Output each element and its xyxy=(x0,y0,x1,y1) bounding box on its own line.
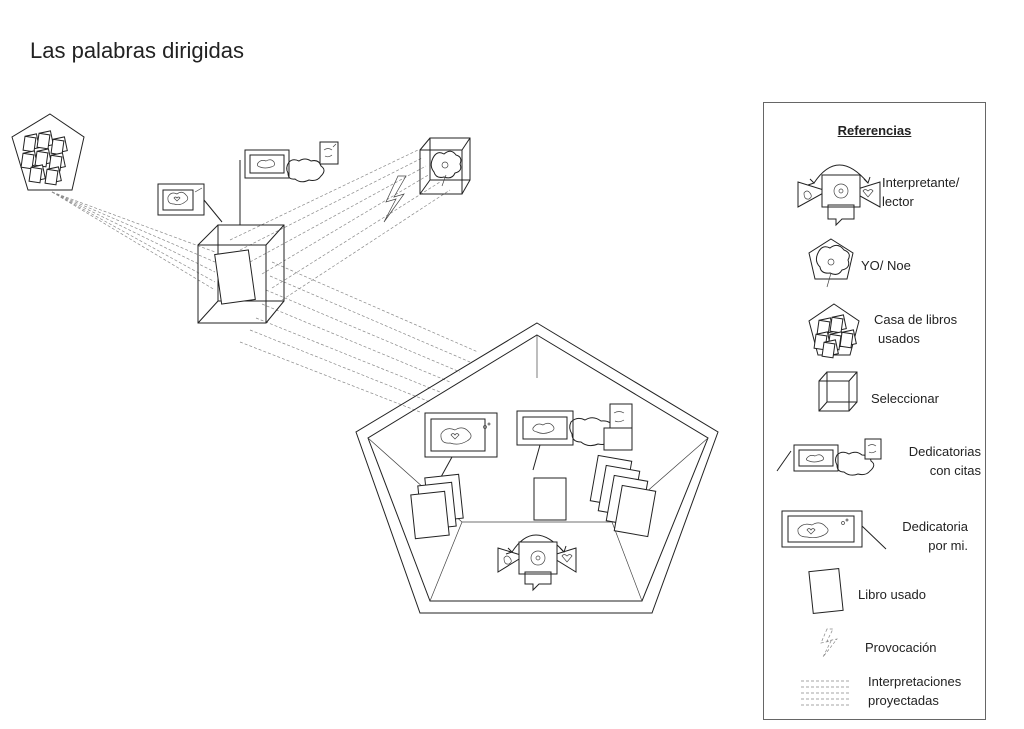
legend-label-line: Dedicatorias xyxy=(908,444,981,459)
legend-label-line: Dedicatoria xyxy=(902,519,968,534)
interpretante-lector-icon xyxy=(797,164,881,227)
legend-icons xyxy=(776,164,887,706)
legend-label-line: Seleccionar xyxy=(871,391,939,406)
legend-label-line: YO/ Noe xyxy=(861,258,911,273)
legend-label-interpretaciones: Interpretaciones proyectadas xyxy=(868,672,961,710)
legend-label-casa: Casa de libros usados xyxy=(874,310,957,348)
legend-label-line: Casa de libros xyxy=(874,312,958,327)
dedicatoria-node-left xyxy=(157,183,223,223)
dedicatoria-por-mi-icon xyxy=(781,510,887,550)
seleccionar-cube-node xyxy=(197,224,285,324)
legend-label-libro: Libro usado xyxy=(858,585,926,604)
legend-label-interpretante: Interpretante/ lector xyxy=(882,173,959,211)
main-pentagon-scene xyxy=(355,322,719,614)
provocacion-bolt xyxy=(383,175,407,223)
libro-usado-icon xyxy=(808,567,844,615)
casa-de-libros-node xyxy=(11,113,85,191)
dedicatorias-node-top xyxy=(239,141,339,225)
legend-title: Referencias xyxy=(837,123,912,138)
legend-label-line: usados xyxy=(878,331,920,346)
seleccionar-cube-icon xyxy=(818,371,858,412)
legend-label-yo: YO/ Noe xyxy=(861,256,911,275)
legend-panel: Referencias xyxy=(763,102,986,720)
projection-lines-cube-to-yo xyxy=(229,149,451,301)
legend-label-line: Interpretaciones xyxy=(868,674,962,689)
page-title: Las palabras dirigidas xyxy=(30,38,245,63)
legend-label-seleccionar: Seleccionar xyxy=(871,389,939,408)
projection-lines-house-to-cube xyxy=(51,191,216,291)
legend-label-line: por mi. xyxy=(928,538,968,553)
legend-label-line: Provocación xyxy=(865,640,937,655)
projection-lines-cube-to-pentagon xyxy=(239,261,479,413)
yo-noe-icon xyxy=(808,238,854,288)
casa-de-libros-icon xyxy=(808,303,860,359)
legend-label-line: Libro usado xyxy=(858,587,926,602)
provocacion-icon xyxy=(820,628,838,658)
interpretaciones-proyectadas-icon xyxy=(801,680,849,706)
legend-label-line: proyectadas xyxy=(868,693,939,708)
legend-label-line: Interpretante/ xyxy=(882,175,960,190)
dedicatorias-con-citas-icon xyxy=(776,438,882,476)
legend-label-provocacion: Provocación xyxy=(865,638,937,657)
legend-label-dedicatoria: Dedicatoria por mi. xyxy=(882,517,968,555)
yo-noe-node xyxy=(419,137,471,195)
legend-label-line: lector xyxy=(882,194,914,209)
legend-label-line: con citas xyxy=(929,463,981,478)
legend-label-dedicatorias: Dedicatorias con citas xyxy=(882,442,981,480)
